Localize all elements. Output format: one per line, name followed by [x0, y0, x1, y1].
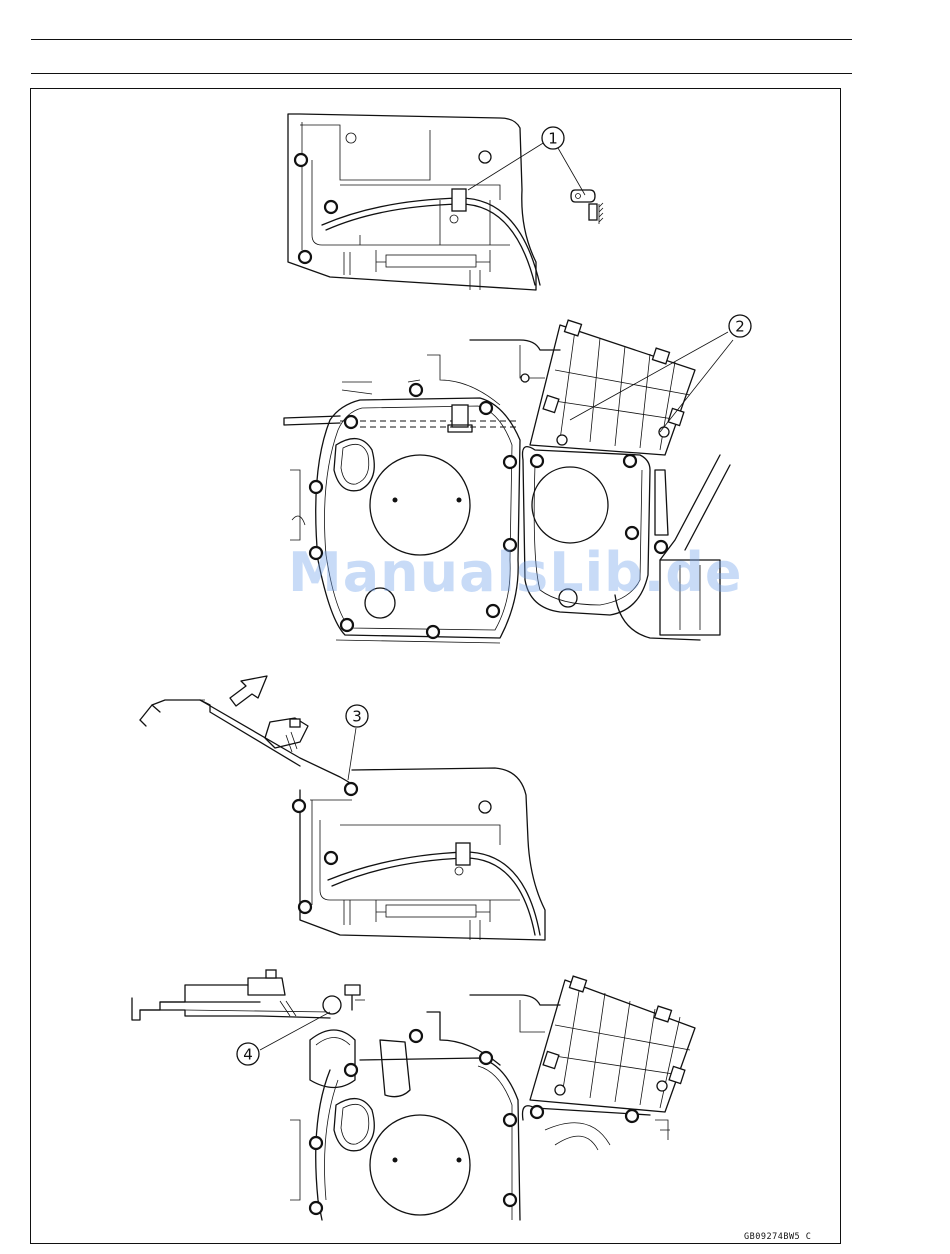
svg-text:1: 1 [548, 130, 558, 148]
callout-marker-4: 4 [237, 1043, 259, 1065]
callout-marker-1: 1 [542, 127, 564, 149]
watermark: ManualsLib.de [288, 541, 743, 604]
cable-clamp-1 [452, 189, 466, 211]
crankcase-view-harness [140, 676, 545, 940]
svg-text:4: 4 [243, 1046, 253, 1064]
svg-text:2: 2 [735, 318, 745, 336]
svg-text:3: 3 [352, 708, 362, 726]
callout-marker-3: 3 [346, 705, 368, 727]
callout-marker-2: 2 [729, 315, 751, 337]
engine-side-view-lower [132, 970, 695, 1220]
figure-code: GB09274BW5 C [744, 1232, 811, 1242]
